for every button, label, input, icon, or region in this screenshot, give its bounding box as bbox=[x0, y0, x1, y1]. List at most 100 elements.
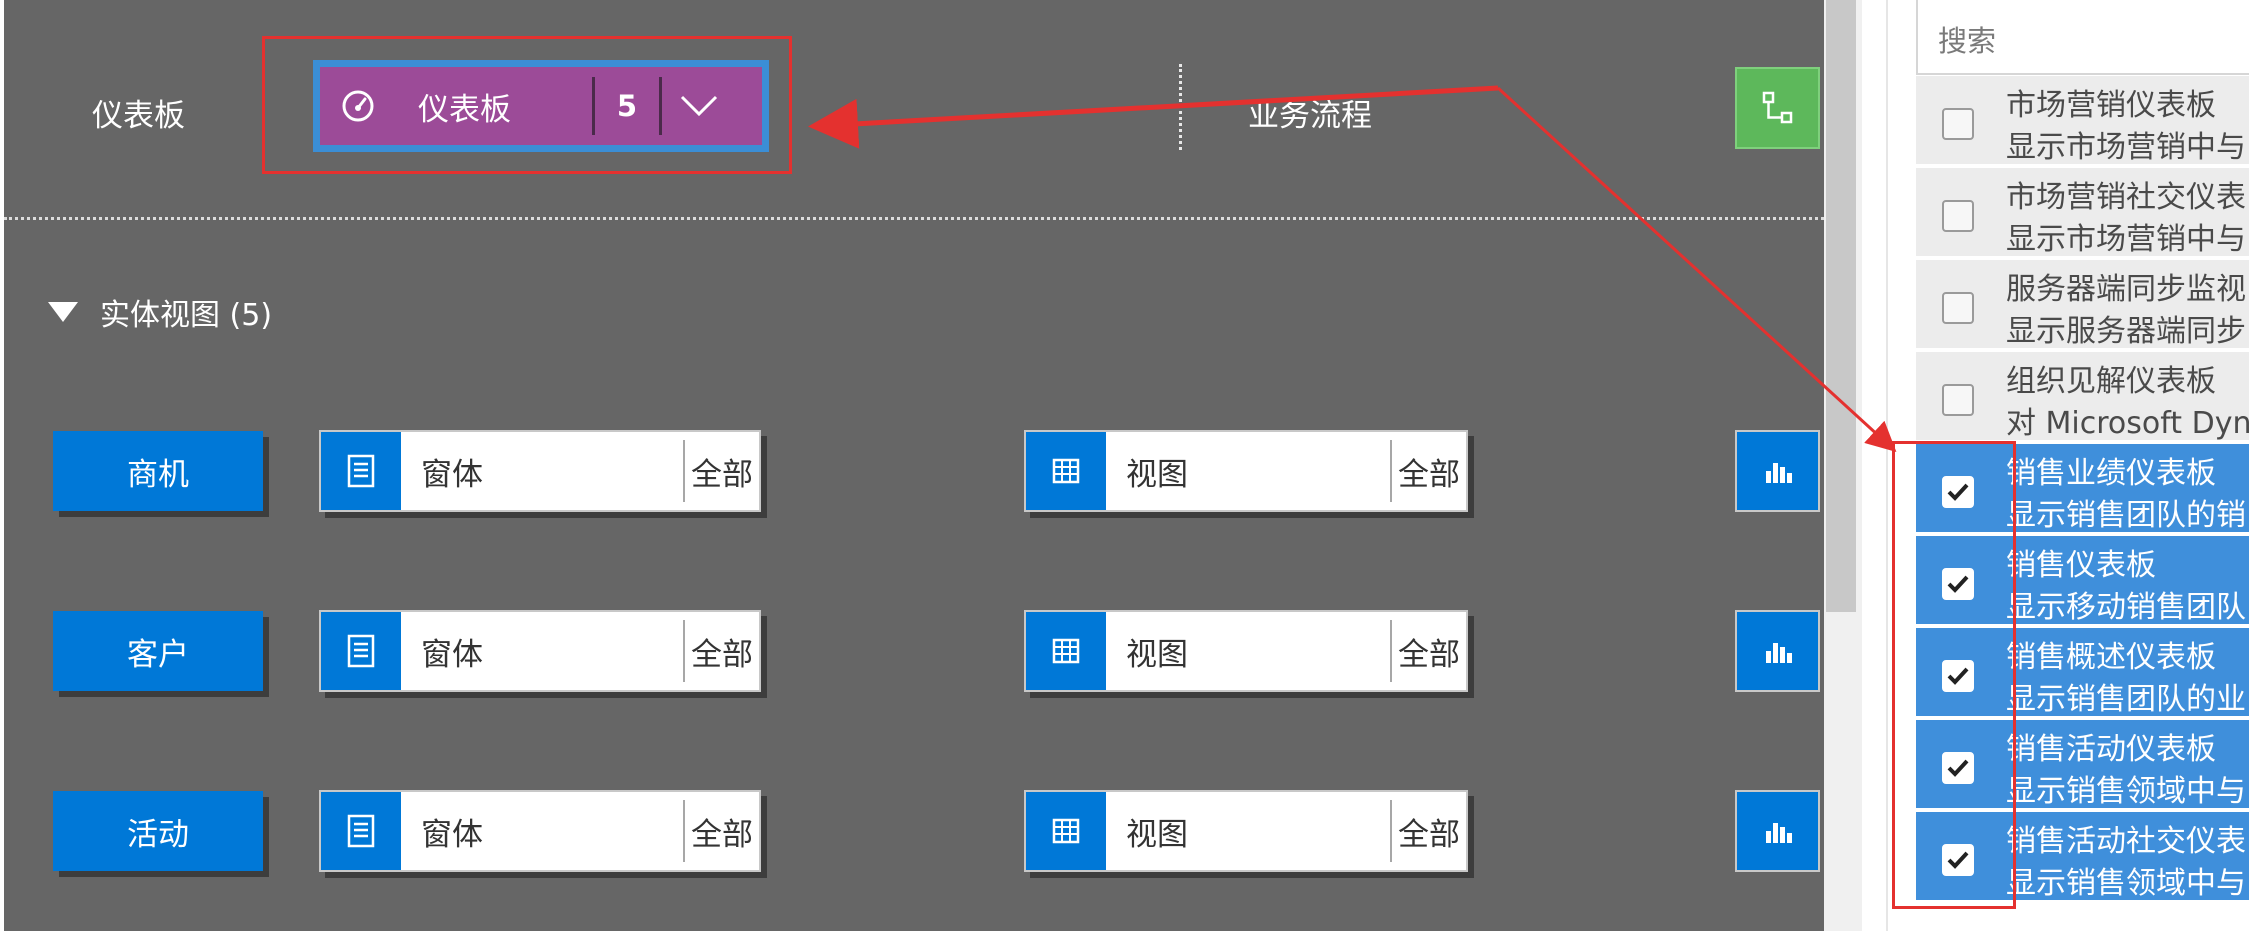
view-component[interactable]: 视图 全部 bbox=[1024, 610, 1468, 692]
scrollbar-thumb[interactable] bbox=[1826, 0, 1856, 612]
view-component[interactable]: 视图 全部 bbox=[1024, 790, 1468, 872]
list-item[interactable]: 销售活动仪表板 显示销售领域中与 bbox=[1916, 720, 2249, 810]
triangle-down-icon bbox=[48, 302, 78, 322]
view-component[interactable]: 视图 全部 bbox=[1024, 430, 1468, 512]
form-component[interactable]: 窗体 全部 bbox=[319, 790, 761, 872]
item-description: 显示销售领域中与 bbox=[2006, 866, 2246, 901]
form-component[interactable]: 窗体 全部 bbox=[319, 430, 761, 512]
list-item[interactable]: 服务器端同步监视 显示服务器端同步 bbox=[1916, 260, 2249, 350]
item-description: 显示销售团队的销 bbox=[2006, 498, 2246, 533]
list-item[interactable]: 销售仪表板 显示移动销售团队 bbox=[1916, 536, 2249, 626]
list-item[interactable]: 市场营销社交仪表 显示市场营销中与 bbox=[1916, 168, 2249, 258]
view-scope[interactable]: 全部 bbox=[1398, 456, 1460, 493]
dashboard-row-label: 仪表板 bbox=[92, 98, 185, 134]
checkmark-icon bbox=[1947, 483, 1969, 501]
form-icon bbox=[321, 612, 401, 690]
chart-tile[interactable] bbox=[1735, 430, 1820, 512]
list-item[interactable]: 销售活动社交仪表 显示销售领域中与 bbox=[1916, 812, 2249, 902]
item-title: 组织见解仪表板 bbox=[2006, 364, 2216, 399]
list-item[interactable]: 销售概述仪表板 显示销售团队的业 bbox=[1916, 628, 2249, 718]
grid-icon bbox=[1026, 792, 1106, 870]
item-title: 销售仪表板 bbox=[2006, 548, 2156, 583]
list-item[interactable]: 组织见解仪表板 对 Microsoft Dyna bbox=[1916, 352, 2249, 442]
item-title: 市场营销社交仪表 bbox=[2006, 180, 2246, 215]
checkbox[interactable] bbox=[1942, 660, 1974, 692]
view-label: 视图 bbox=[1126, 456, 1188, 493]
entity-button[interactable]: 客户 bbox=[53, 611, 263, 691]
section-divider bbox=[4, 217, 1824, 220]
form-label: 窗体 bbox=[421, 636, 483, 673]
form-label: 窗体 bbox=[421, 456, 483, 493]
item-description: 显示市场营销中与 bbox=[2006, 222, 2246, 257]
checkbox[interactable] bbox=[1942, 200, 1974, 232]
separator bbox=[1390, 620, 1392, 682]
view-label: 视图 bbox=[1126, 636, 1188, 673]
separator bbox=[1390, 800, 1392, 862]
list-item[interactable]: 销售业绩仪表板 显示销售团队的销 bbox=[1916, 444, 2249, 534]
checkbox[interactable] bbox=[1942, 108, 1974, 140]
checkbox[interactable] bbox=[1942, 844, 1974, 876]
view-scope[interactable]: 全部 bbox=[1398, 636, 1460, 673]
search-input[interactable]: 搜索 bbox=[1916, 0, 2249, 75]
checkbox[interactable] bbox=[1942, 476, 1974, 508]
view-scope[interactable]: 全部 bbox=[1398, 816, 1460, 853]
separator bbox=[1390, 440, 1392, 502]
item-description: 显示移动销售团队 bbox=[2006, 590, 2246, 625]
separator bbox=[683, 800, 685, 862]
checkbox[interactable] bbox=[1942, 292, 1974, 324]
item-title: 销售业绩仪表板 bbox=[2006, 456, 2216, 491]
form-scope[interactable]: 全部 bbox=[691, 636, 753, 673]
checkbox[interactable] bbox=[1942, 384, 1974, 416]
bar-chart-icon bbox=[1765, 463, 1792, 483]
grid-icon bbox=[1026, 612, 1106, 690]
entity-button[interactable]: 商机 bbox=[53, 431, 263, 511]
list-item[interactable]: 市场营销仪表板 显示市场营销中与 bbox=[1916, 76, 2249, 166]
form-scope[interactable]: 全部 bbox=[691, 816, 753, 853]
chart-tile[interactable] bbox=[1735, 610, 1820, 692]
item-description: 显示销售团队的业 bbox=[2006, 682, 2246, 717]
business-process-label: 业务流程 bbox=[1248, 98, 1372, 134]
checkmark-icon bbox=[1947, 667, 1969, 685]
item-description: 显示销售领域中与 bbox=[2006, 774, 2246, 809]
dashboard-count: 5 bbox=[616, 89, 638, 123]
item-title: 销售活动社交仪表 bbox=[2006, 824, 2246, 859]
bar-chart-icon bbox=[1765, 643, 1792, 663]
app-designer-canvas: 仪表板 业务流程 实体视图 (5) bbox=[4, 0, 1824, 931]
dashboard-tile-label: 仪表板 bbox=[418, 91, 511, 128]
item-title: 市场营销仪表板 bbox=[2006, 88, 2216, 123]
separator bbox=[659, 77, 662, 135]
form-icon bbox=[321, 432, 401, 510]
checkmark-icon bbox=[1947, 851, 1969, 869]
separator bbox=[683, 620, 685, 682]
item-title: 销售活动仪表板 bbox=[2006, 732, 2216, 767]
grid-icon bbox=[1026, 432, 1106, 510]
gauge-icon bbox=[338, 86, 378, 126]
checkbox[interactable] bbox=[1942, 752, 1974, 784]
entity-view-section-header[interactable]: 实体视图 (5) bbox=[48, 290, 272, 334]
business-process-tile[interactable] bbox=[1735, 67, 1820, 149]
flow-icon bbox=[1762, 91, 1792, 124]
item-title: 销售概述仪表板 bbox=[2006, 640, 2216, 675]
form-component[interactable]: 窗体 全部 bbox=[319, 610, 761, 692]
form-scope[interactable]: 全部 bbox=[691, 456, 753, 493]
checkmark-icon bbox=[1947, 575, 1969, 593]
bar-chart-icon bbox=[1765, 823, 1792, 843]
chart-tile[interactable] bbox=[1735, 790, 1820, 872]
checkmark-icon bbox=[1947, 759, 1969, 777]
panel-gap bbox=[1862, 0, 1886, 931]
form-icon bbox=[321, 792, 401, 870]
chevron-down-icon[interactable] bbox=[662, 77, 736, 135]
checkbox[interactable] bbox=[1942, 568, 1974, 600]
item-description: 显示服务器端同步 bbox=[2006, 314, 2246, 349]
entity-button[interactable]: 活动 bbox=[53, 791, 263, 871]
divider bbox=[1179, 64, 1182, 150]
form-label: 窗体 bbox=[421, 816, 483, 853]
separator bbox=[683, 440, 685, 502]
dashboard-tile[interactable]: 仪表板 5 bbox=[313, 60, 769, 152]
item-title: 服务器端同步监视 bbox=[2006, 272, 2246, 307]
entity-view-title: 实体视图 (5) bbox=[100, 298, 273, 333]
item-description: 显示市场营销中与 bbox=[2006, 130, 2246, 165]
item-description: 对 Microsoft Dyna bbox=[2006, 406, 2249, 441]
view-label: 视图 bbox=[1126, 816, 1188, 853]
separator bbox=[592, 77, 595, 135]
